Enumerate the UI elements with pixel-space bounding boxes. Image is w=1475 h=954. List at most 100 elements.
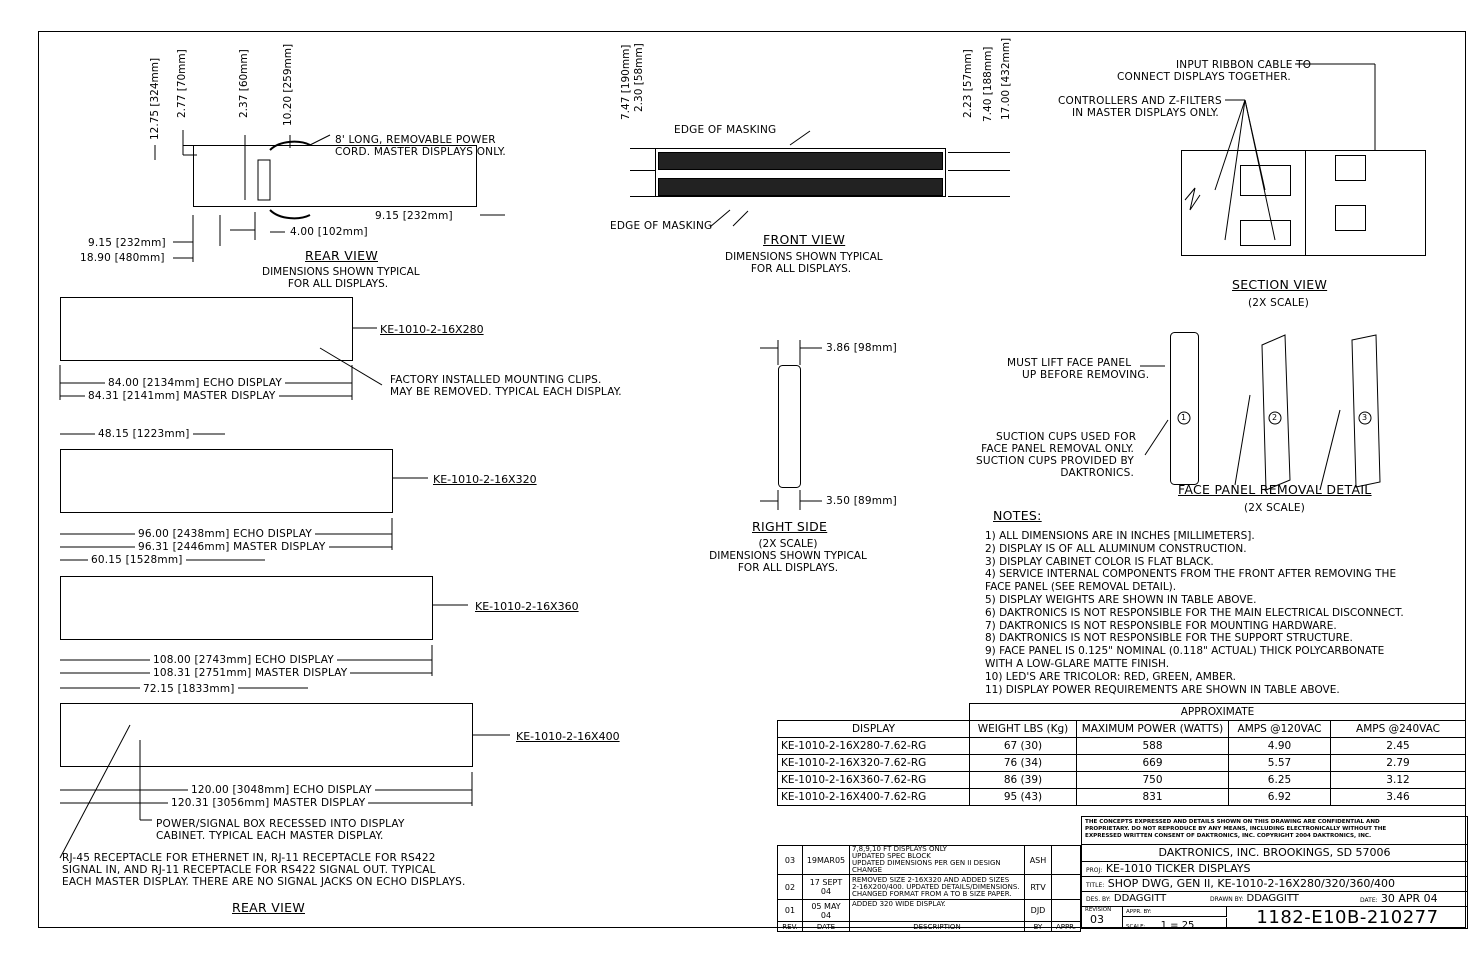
clips-note-2: MAY BE REMOVED. TYPICAL EACH DISPLAY. — [390, 386, 622, 398]
section-view-scale: (2X SCALE) — [1248, 297, 1310, 309]
col-display: DISPLAY — [777, 720, 970, 738]
table-row: KE-1010-2-16X360-7.62-RG 86 (39) 750 6.2… — [777, 771, 1466, 789]
display-cabinet-280 — [60, 297, 353, 361]
suction-note-4: DAKTRONICS. — [1060, 467, 1134, 479]
right-side-subtitle-2: DIMENSIONS SHOWN TYPICAL — [709, 550, 867, 562]
note-item: 3) DISPLAY CABINET COLOR IS FLAT BLACK. — [985, 555, 1214, 568]
echo-dim-360: 108.00 [2743mm] ECHO DISPLAY — [150, 654, 337, 666]
scale-value: 1 = 25 — [1160, 920, 1195, 931]
dim-1890: 18.90 [480mm] — [80, 252, 165, 264]
rear-view-subtitle-2: FOR ALL DISPLAYS. — [287, 278, 389, 290]
display-cabinet-360 — [60, 576, 433, 640]
controllers-note-1: CONTROLLERS AND Z-FILTERS — [1058, 95, 1222, 107]
suction-note-3: SUCTION CUPS PROVIDED BY — [976, 455, 1134, 467]
company-name: DAKTRONICS, INC. BROOKINGS, SD 57006 — [1082, 845, 1467, 862]
project-row: PROJ: KE-1010 TICKER DISPLAYS — [1082, 862, 1467, 877]
step-1-label: 1 — [1181, 413, 1187, 422]
edge-of-masking-top: EDGE OF MASKING — [674, 124, 777, 136]
cord-note-1: 8' LONG, REMOVABLE POWER — [335, 134, 496, 146]
rear-view-bottom-title: REAR VIEW — [232, 900, 305, 915]
rj45-note-1: RJ-45 RECEPTACLE FOR ETHERNET IN, RJ-11 … — [62, 852, 436, 864]
revision-row: 02 17 SEPT 04 REMOVED SIZE 2-16X320 AND … — [777, 874, 1081, 900]
lift-note-2: UP BEFORE REMOVING. — [1022, 369, 1150, 381]
echo-dim-280: 84.00 [2134mm] ECHO DISPLAY — [105, 377, 286, 389]
drawing-date: 30 APR 04 — [1380, 892, 1438, 905]
drawing-number: 1182-E10B-210277 — [1256, 907, 1439, 928]
clips-note-1: FACTORY INSTALLED MOUNTING CLIPS. — [390, 374, 602, 386]
dim-400: 4.00 [102mm] — [290, 226, 368, 238]
model-label-280: KE-1010-2-16X280 — [380, 323, 484, 336]
drawing-title: SHOP DWG, GEN II, KE-1010-2-16X280/320/3… — [1107, 877, 1396, 890]
step-3-label: 3 — [1362, 413, 1368, 422]
title-row: TITLE: SHOP DWG, GEN II, KE-1010-2-16X28… — [1082, 877, 1467, 892]
approximate-header: APPROXIMATE — [969, 703, 1466, 721]
suction-note-1: SUCTION CUPS USED FOR — [996, 431, 1137, 443]
ribbon-note-1: INPUT RIBBON CABLE TO — [1176, 59, 1312, 71]
dim-237: 2.37 [60mm] — [238, 49, 250, 118]
cord-note-2: CORD. MASTER DISPLAYS ONLY. — [335, 146, 506, 158]
front-view-title: FRONT VIEW — [763, 232, 846, 247]
dim-1275: 12.75 [324mm] — [149, 57, 161, 140]
clip-dim-360: 60.15 [1528mm] — [88, 554, 186, 566]
revision-row: 01 05 MAY 04 ADDED 320 WIDE DISPLAY. DJD — [777, 899, 1081, 922]
revision-table: 03 19MAR05 7,8,9,10 FT DISPLAYS ONLY UPD… — [777, 845, 1081, 932]
rear-view-cabinet — [193, 145, 477, 207]
dim-1020: 10.20 [259mm] — [282, 43, 294, 126]
note-item: 10) LED'S ARE TRICOLOR: RED, GREEN, AMBE… — [985, 670, 1236, 683]
step-2-label: 2 — [1272, 413, 1278, 422]
right-side-title: RIGHT SIDE — [752, 519, 828, 534]
controllers-note-2: IN MASTER DISPLAYS ONLY. — [1072, 107, 1219, 119]
clip-dim-320: 48.15 [1223mm] — [95, 428, 193, 440]
right-side-dim-top: 3.86 [98mm] — [826, 342, 897, 354]
note-item: 2) DISPLAY IS OF ALL ALUMINUM CONSTRUCTI… — [985, 542, 1247, 555]
rj45-note-3: EACH MASTER DISPLAY. THERE ARE NO SIGNAL… — [62, 876, 466, 888]
note-item: 9) FACE PANEL IS 0.125" NOMINAL (0.118" … — [985, 645, 1385, 658]
confidential-notice: THE CONCEPTS EXPRESSED AND DETAILS SHOWN… — [1082, 817, 1467, 845]
dim-747: 7.47 [190mm] — [620, 44, 632, 120]
notes-list: 1) ALL DIMENSIONS ARE IN INCHES [MILLIME… — [985, 530, 1404, 696]
model-label-400: KE-1010-2-16X400 — [516, 730, 620, 743]
designer: DDAGGITT — [1113, 893, 1167, 904]
approved-by: APPR. BY: — [1123, 907, 1227, 917]
face-panel-title: FACE PANEL REMOVAL DETAIL — [1178, 482, 1372, 497]
model-label-320: KE-1010-2-16X320 — [433, 473, 537, 486]
edge-of-masking-bottom: EDGE OF MASKING — [610, 220, 713, 232]
table-row: KE-1010-2-16X400-7.62-RG 95 (43) 831 6.9… — [777, 788, 1466, 806]
display-cabinet-400 — [60, 703, 473, 767]
front-view-cabinet — [655, 148, 946, 197]
col-amps240: AMPS @240VAC — [1330, 720, 1466, 738]
note-item: 5) DISPLAY WEIGHTS ARE SHOWN IN TABLE AB… — [985, 593, 1257, 606]
rj45-note-2: SIGNAL IN, AND RJ-11 RECEPTACLE FOR RS42… — [62, 864, 436, 876]
note-item: 7) DAKTRONICS IS NOT RESPONSIBLE FOR MOU… — [985, 619, 1337, 632]
notes-heading: NOTES: — [993, 508, 1042, 523]
dim-230: 2.30 [58mm] — [633, 43, 645, 112]
face-panel-scale: (2X SCALE) — [1244, 502, 1306, 514]
note-item: 6) DAKTRONICS IS NOT RESPONSIBLE FOR THE… — [985, 606, 1404, 619]
revision-cell: REVISION 03 — [1082, 907, 1123, 928]
spec-table: APPROXIMATE DISPLAY WEIGHT LBS (Kg) MAXI… — [777, 703, 1466, 806]
front-view-subtitle-1: DIMENSIONS SHOWN TYPICAL — [725, 251, 883, 263]
lift-note-1: MUST LIFT FACE PANEL — [1007, 357, 1132, 369]
clip-dim-400: 72.15 [1833mm] — [140, 683, 238, 695]
designer-row: DES. BY: DDAGGITT DRAWN BY: DDAGGITT DAT… — [1082, 892, 1467, 907]
dim-277: 2.77 [70mm] — [176, 49, 188, 118]
note-item: FACE PANEL (SEE REMOVAL DETAIL). — [985, 581, 1177, 594]
step-1-circle — [1177, 411, 1191, 425]
note-item: 8) DAKTRONICS IS NOT RESPONSIBLE FOR THE… — [985, 632, 1353, 645]
col-amps120: AMPS @120VAC — [1228, 720, 1331, 738]
right-side-subtitle-1: (2X SCALE) — [758, 538, 818, 550]
drawn-by: DDAGGITT — [1246, 893, 1299, 904]
dim-223: 2.23 [57mm] — [962, 49, 974, 118]
col-weight: WEIGHT LBS (Kg) — [969, 720, 1077, 738]
suction-note-2: FACE PANEL REMOVAL ONLY. — [981, 443, 1134, 455]
col-power: MAXIMUM POWER (WATTS) — [1076, 720, 1229, 738]
right-side-subtitle-3: FOR ALL DISPLAYS. — [737, 562, 839, 574]
right-side-dim-bottom: 3.50 [89mm] — [826, 495, 897, 507]
step-3-circle — [1358, 411, 1372, 425]
master-dim-280: 84.31 [2141mm] MASTER DISPLAY — [85, 390, 279, 402]
master-dim-400: 120.31 [3056mm] MASTER DISPLAY — [168, 797, 369, 809]
title-block: THE CONCEPTS EXPRESSED AND DETAILS SHOWN… — [1081, 816, 1468, 931]
power-box-note-1: POWER/SIGNAL BOX RECESSED INTO DISPLAY — [156, 818, 405, 830]
scale-cell: SCALE: 1 = 25 — [1123, 918, 1227, 931]
